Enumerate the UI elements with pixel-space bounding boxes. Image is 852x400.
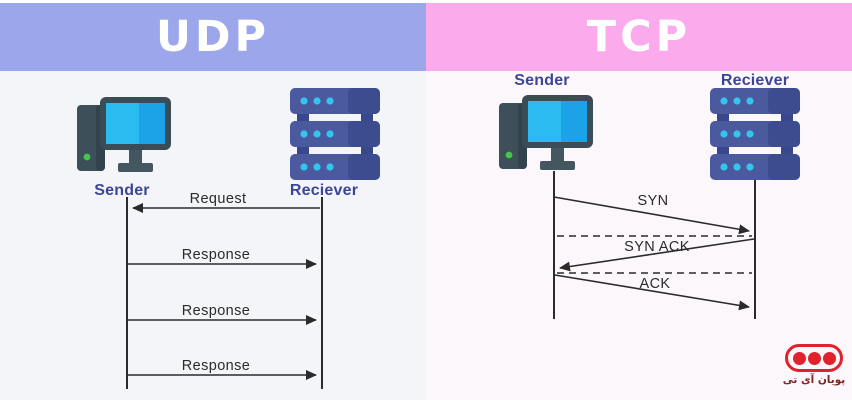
logo-circles-icon [785,344,843,372]
tcp-header-band: TCP [426,3,852,71]
logo-dot-icon [822,351,836,365]
tcp-ack-label: ACK [639,276,671,292]
server-icon [290,88,380,180]
computer-icon [76,97,172,175]
udp-response-label-3: Response [181,358,251,374]
top-margin-strip [0,0,852,3]
server-icon [710,88,800,180]
computer-icon [498,95,594,173]
tcp-title: TCP [586,12,692,62]
udp-sender-label: Sender [94,182,150,199]
logo-dot-icon [807,351,821,365]
udp-response-label-1: Response [181,247,251,263]
tcp-receiver-label: Reciever [720,72,790,89]
tcp-syn-ack-label: SYN ACK [624,239,690,255]
logo-dot-icon [792,351,806,365]
udp-request-label: Request [189,191,247,207]
udp-receiver-label: Reciever [289,182,359,199]
udp-title: UDP [155,12,271,62]
udp-header-band: UDP [0,3,426,71]
tcp-sender-label: Sender [514,72,570,89]
brand-logo: پویان آی تی [780,344,848,386]
logo-text: پویان آی تی [782,374,846,386]
tcp-syn-label: SYN [637,193,669,209]
udp-response-label-2: Response [181,303,251,319]
